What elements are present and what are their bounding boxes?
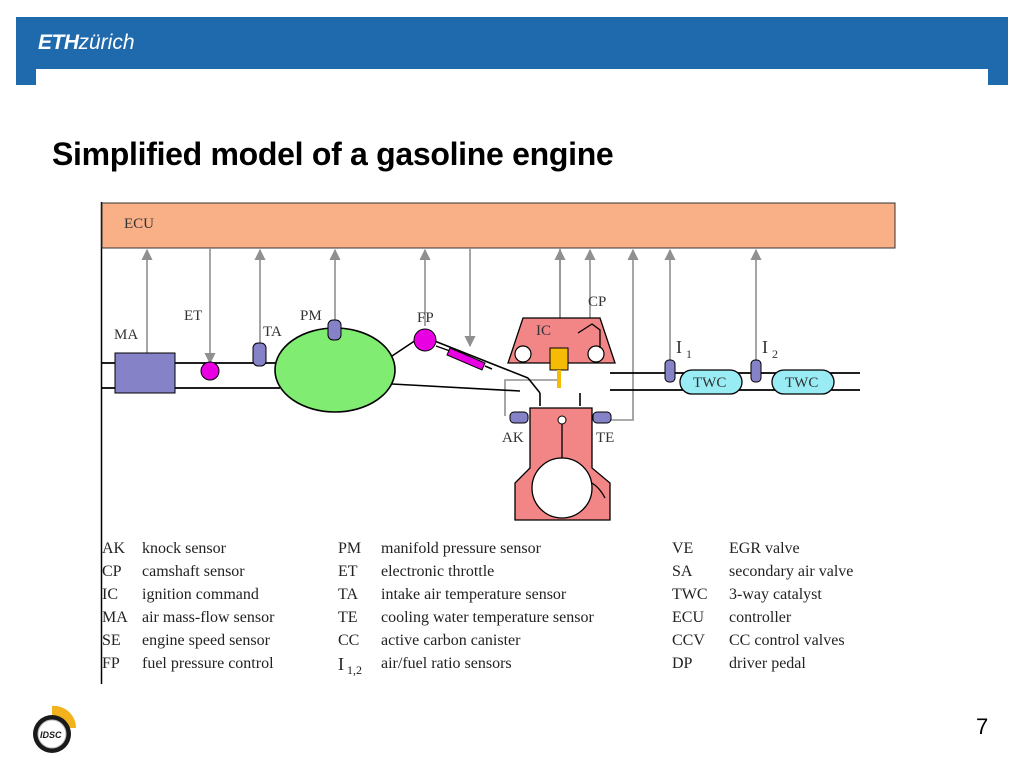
legend-code: VE: [672, 540, 694, 557]
legend-code: SA: [672, 563, 693, 580]
legend-desc: driver pedal: [729, 655, 806, 672]
engine-speed-sensor: [591, 482, 606, 499]
header-left-tab: [16, 69, 36, 85]
signal-lines: [141, 248, 762, 421]
pm-label: PM: [300, 308, 322, 324]
exhaust-valve: [587, 345, 605, 363]
lambda-symbol-2: Ι: [762, 337, 768, 357]
te-label: TE: [596, 430, 614, 446]
fuel-injector: [446, 347, 486, 371]
header-right-tab: [988, 69, 1008, 85]
legend-desc: camshaft sensor: [142, 563, 245, 580]
legend-desc: secondary air valve: [729, 563, 854, 580]
signal-te: [610, 248, 639, 421]
legend-desc: knock sensor: [142, 540, 226, 557]
legend-code: FP: [102, 655, 120, 672]
ignition-coil: [549, 347, 569, 371]
legend-code: SE: [102, 632, 121, 649]
et-throttle: [200, 361, 220, 381]
injector-tip: [484, 365, 493, 370]
legend-desc: air/fuel ratio sensors: [381, 655, 512, 672]
te-sensor: [592, 411, 612, 424]
legend-code: TE: [338, 609, 358, 626]
twc2-label: TWC: [785, 375, 818, 391]
legend-desc: EGR valve: [729, 540, 800, 557]
fp-label: FP: [417, 310, 434, 326]
et-label: ET: [184, 308, 202, 324]
ta-sensor: [252, 342, 267, 367]
ak-label: AK: [502, 430, 524, 446]
ecu-label: ECU: [124, 216, 154, 232]
fp-pump: [413, 328, 437, 352]
idsc-logo: IDSC: [33, 705, 77, 753]
legend-code: ECU: [672, 609, 704, 626]
idsc-logo-inner: [37, 719, 67, 749]
legend-code: TWC: [672, 586, 708, 603]
twc-catalyst-2: [771, 369, 835, 395]
legend-code: TA: [338, 586, 359, 603]
fuel-line: [435, 345, 451, 352]
legend-desc: active carbon canister: [381, 632, 521, 649]
legend-desc: ignition command: [142, 586, 259, 603]
cp-label: CP: [588, 294, 606, 310]
ecu-block: [101, 202, 896, 249]
legend-code: 1,2: [347, 663, 362, 677]
intake-valve: [514, 345, 532, 363]
legend-desc: engine speed sensor: [142, 632, 270, 649]
idsc-logo-text: IDSC: [40, 730, 62, 740]
legend-code: AK: [102, 540, 126, 557]
twc1-label: TWC: [693, 375, 726, 391]
lambda-sensor-2: [750, 359, 762, 383]
legend-desc: CC control valves: [729, 632, 845, 649]
crankshaft: [531, 457, 593, 519]
pm-sensor: [327, 319, 342, 341]
engine-diagram: ECU MA ET TA PM FP: [100, 202, 896, 684]
ak-sensor: [509, 411, 529, 424]
eth-logo-italic: zürich: [78, 31, 135, 54]
legend-desc: intake air temperature sensor: [381, 586, 567, 603]
lambda2-label: 2: [772, 347, 778, 361]
legend-code: CP: [102, 563, 122, 580]
lambda-sensor-1: [664, 359, 676, 383]
legend-code: CCV: [672, 632, 705, 649]
piston-pin: [557, 415, 567, 425]
legend-code: CC: [338, 632, 360, 649]
ma-label: MA: [114, 327, 138, 343]
engine-ports: [527, 377, 581, 406]
legend-code: PM: [338, 540, 362, 557]
legend-code: ET: [338, 563, 358, 580]
header-bar: [16, 17, 1008, 69]
legend-desc: 3-way catalyst: [729, 586, 822, 603]
ic-label: IC: [536, 323, 551, 339]
legend-desc: air mass-flow sensor: [142, 609, 275, 626]
legend-desc: electronic throttle: [381, 563, 495, 580]
camshaft-sensor: [577, 323, 601, 348]
legend-code: IC: [102, 586, 118, 603]
legend-code: MA: [102, 609, 128, 626]
slide-title: Simplified model of a gasoline engine: [52, 136, 614, 172]
twc-catalyst-1: [679, 369, 743, 395]
legend-desc: fuel pressure control: [142, 655, 274, 672]
ma-sensor: [114, 352, 176, 394]
eth-logo: ETHzürich: [38, 30, 135, 56]
lambda-symbol-legend: Ι: [338, 654, 344, 674]
legend-desc: manifold pressure sensor: [381, 540, 541, 557]
legend-desc: controller: [729, 609, 792, 626]
ta-label: TA: [263, 324, 282, 340]
legend-code: DP: [672, 655, 693, 672]
legend-desc: cooling water temperature sensor: [381, 609, 594, 626]
intake-manifold: [274, 327, 396, 413]
lambda-symbol-1: Ι: [676, 337, 682, 357]
eth-logo-bold: ETH: [38, 31, 79, 54]
page-number: 7: [976, 714, 989, 739]
lambda1-label: 1: [686, 347, 692, 361]
